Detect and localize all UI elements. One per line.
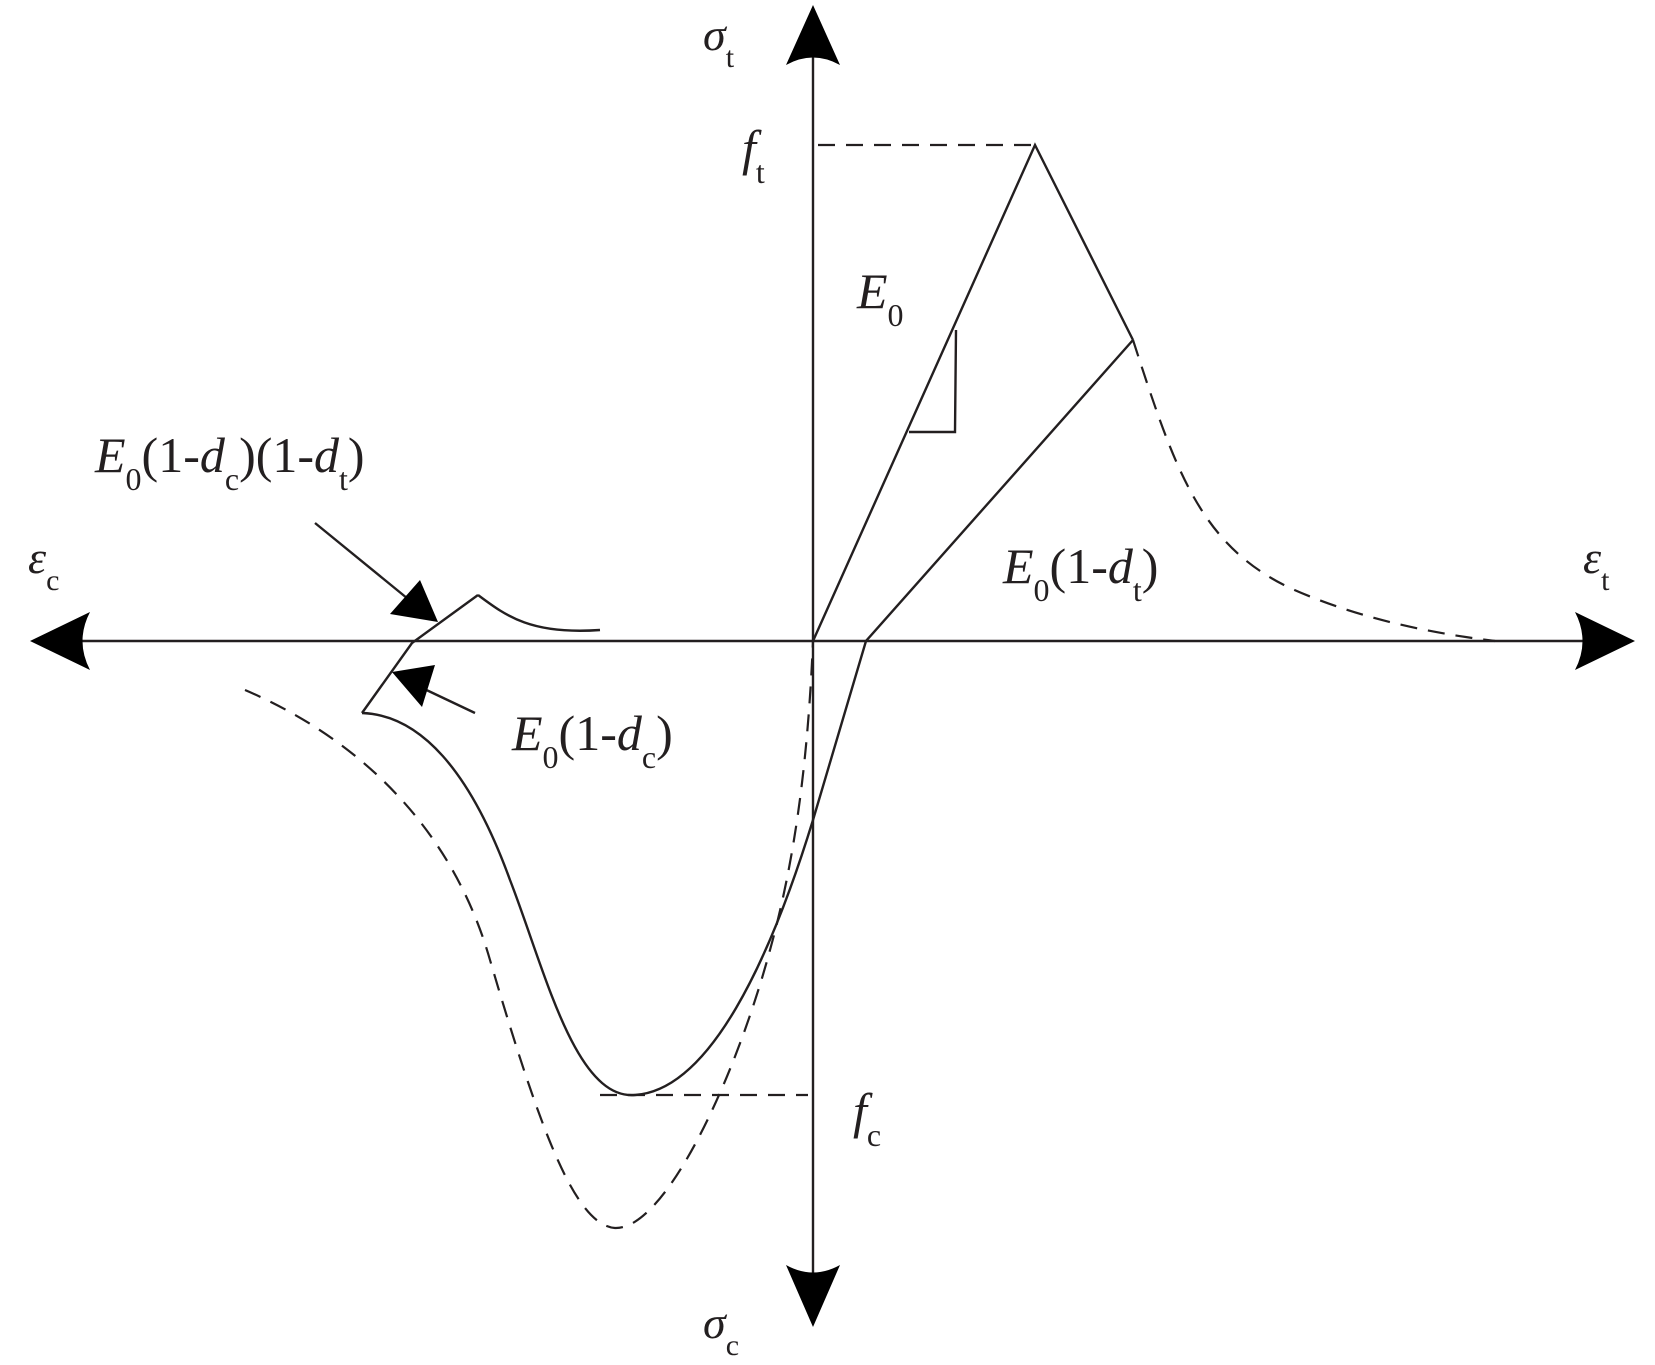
compression-curve (361, 711, 815, 1097)
sigma-t-symbol: σ (703, 9, 728, 60)
e0-dt-label: E0(1-dt) (1002, 538, 1158, 608)
sigma-c-label: σc (703, 1297, 739, 1362)
sigma-t-subscript: t (726, 41, 735, 74)
e0-dc-label: E0(1-dc) (511, 705, 673, 775)
e0-dc-subd: c (642, 739, 656, 775)
eps-c-label: εc (28, 532, 59, 597)
arrowhead-down-icon (786, 1265, 840, 1327)
e0-dc-dt-subd2: t (339, 461, 348, 497)
e0-dc-open: (1- (559, 705, 617, 761)
ft-subscript: t (756, 154, 765, 190)
eps-t-subscript: t (1601, 564, 1610, 597)
eps-c-symbol: ε (28, 532, 47, 583)
e0-dt-E: E (1002, 538, 1034, 594)
e0-dc-dt-E: E (94, 427, 126, 483)
e0-E: E (856, 263, 888, 319)
arrowhead-right-icon (1575, 612, 1635, 670)
e0-dt-close: ) (1142, 538, 1159, 594)
arrowhead-up-icon (786, 5, 840, 65)
e0-dc-sub0: 0 (543, 739, 559, 775)
e0-dc-dt-mid: )(1- (239, 427, 314, 483)
compression-envelope-dashed-curve (244, 640, 815, 1230)
e0-subscript: 0 (888, 297, 904, 333)
pointer-arrow-upper-head-icon (390, 580, 438, 622)
sigma-c-subscript: c (726, 1329, 739, 1362)
e0-dc-close: ) (656, 705, 673, 761)
eps-t-label: εt (1583, 532, 1610, 597)
compression-reload-line (361, 594, 479, 714)
e0-dc-dt-d1: d (200, 427, 226, 483)
reload-tension-tail (477, 594, 601, 632)
slope-triangle (909, 329, 958, 434)
tension-softening-dashed-curve (1131, 339, 1496, 643)
e0-dt-d: d (1108, 538, 1134, 594)
fc-subscript: c (867, 1117, 881, 1153)
e0-dc-dt-subd1: c (225, 461, 239, 497)
e0-dc-dt-open1: (1- (142, 427, 200, 483)
e0-dt-subd: t (1133, 572, 1142, 608)
e0-dc-E: E (511, 705, 543, 761)
sigma-c-symbol: σ (703, 1297, 728, 1348)
e0-dc-dt-sub0: 0 (126, 461, 142, 497)
compression-branch (244, 594, 815, 1230)
e0-dc-d: d (617, 705, 643, 761)
ft-label: ft (742, 120, 765, 190)
e0-dc-dt-d2: d (314, 427, 340, 483)
eps-c-subscript: c (46, 564, 59, 597)
e0-dc-dt-close: ) (348, 427, 365, 483)
e0-dt-sub0: 0 (1034, 572, 1050, 608)
tension-loading-line (811, 142, 1135, 642)
tension-branch (811, 142, 1496, 821)
fc-label: fc (853, 1083, 881, 1153)
sigma-t-label: σt (703, 9, 735, 74)
e0-dc-dt-label: E0(1-dc)(1-dt) (94, 427, 365, 497)
e0-dt-open: (1- (1050, 538, 1108, 594)
pointer-arrow-lower-shaft (417, 684, 476, 715)
eps-t-symbol: ε (1583, 532, 1602, 583)
e0-label: E0 (856, 263, 904, 333)
pointer-arrow-upper-shaft (314, 522, 414, 604)
axes (30, 5, 1635, 1327)
arrowhead-left-icon (30, 612, 90, 670)
tension-unloading-line (811, 339, 1134, 821)
pointer-arrow-lower-head-icon (392, 665, 435, 707)
pointer-arrows (314, 522, 476, 715)
